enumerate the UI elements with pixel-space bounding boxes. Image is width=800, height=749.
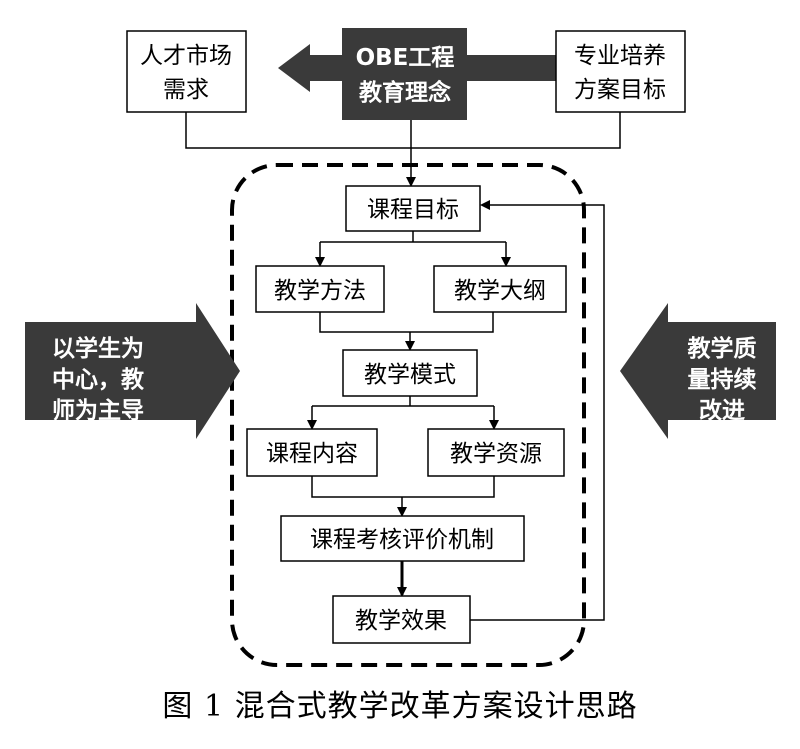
dashed-container — [230, 163, 586, 667]
obe-concept-line1: OBE工程 — [356, 45, 455, 71]
course-goal-label: 课程目标 — [367, 197, 459, 223]
left-side-line1: 以学生为 — [52, 335, 144, 362]
feedback-loop-line — [470, 200, 605, 621]
right-side-line1: 教学质 — [688, 335, 757, 362]
right-side-arrow-icon — [620, 303, 776, 439]
teaching-method-box — [255, 265, 385, 313]
assessment-box — [280, 515, 525, 562]
course-content-box — [246, 428, 378, 477]
left-side-line3: 师为主导 — [52, 398, 144, 424]
right-side-line2: 量持续 — [688, 366, 757, 393]
syllabus-box — [433, 265, 567, 313]
training-goal-line1: 专业培养 — [574, 43, 666, 69]
left-side-arrow-icon — [25, 303, 240, 439]
syllabus-label: 教学大纲 — [454, 278, 546, 304]
talent-demand-line2: 需求 — [163, 77, 209, 103]
obe-concept-box — [342, 28, 467, 120]
teaching-resources-box — [427, 428, 565, 477]
left-side-line2: 中心，教 — [52, 366, 145, 393]
training-goal-line2: 方案目标 — [574, 77, 666, 103]
right-side-line3: 改进 — [699, 398, 745, 424]
teaching-effect-label: 教学效果 — [355, 608, 447, 634]
teaching-method-label: 教学方法 — [274, 278, 366, 304]
course-goal-box — [345, 185, 481, 232]
merge-to-assessment — [311, 476, 495, 498]
figure-caption: 图 1 混合式教学改革方案设计思路 — [162, 689, 638, 724]
teaching-mode-label: 教学模式 — [364, 362, 456, 388]
obe-concept-line2: 教育理念 — [359, 79, 451, 106]
assessment-label: 课程考核评价机制 — [310, 527, 494, 553]
top-connector — [185, 112, 621, 149]
teaching-resources-label: 教学资源 — [450, 441, 542, 467]
teaching-effect-box — [332, 595, 471, 644]
merge-to-mode — [319, 312, 494, 333]
talent-demand-line1: 人才市场 — [140, 43, 232, 69]
talent-demand-box — [126, 30, 247, 113]
course-content-label: 课程内容 — [266, 441, 358, 467]
